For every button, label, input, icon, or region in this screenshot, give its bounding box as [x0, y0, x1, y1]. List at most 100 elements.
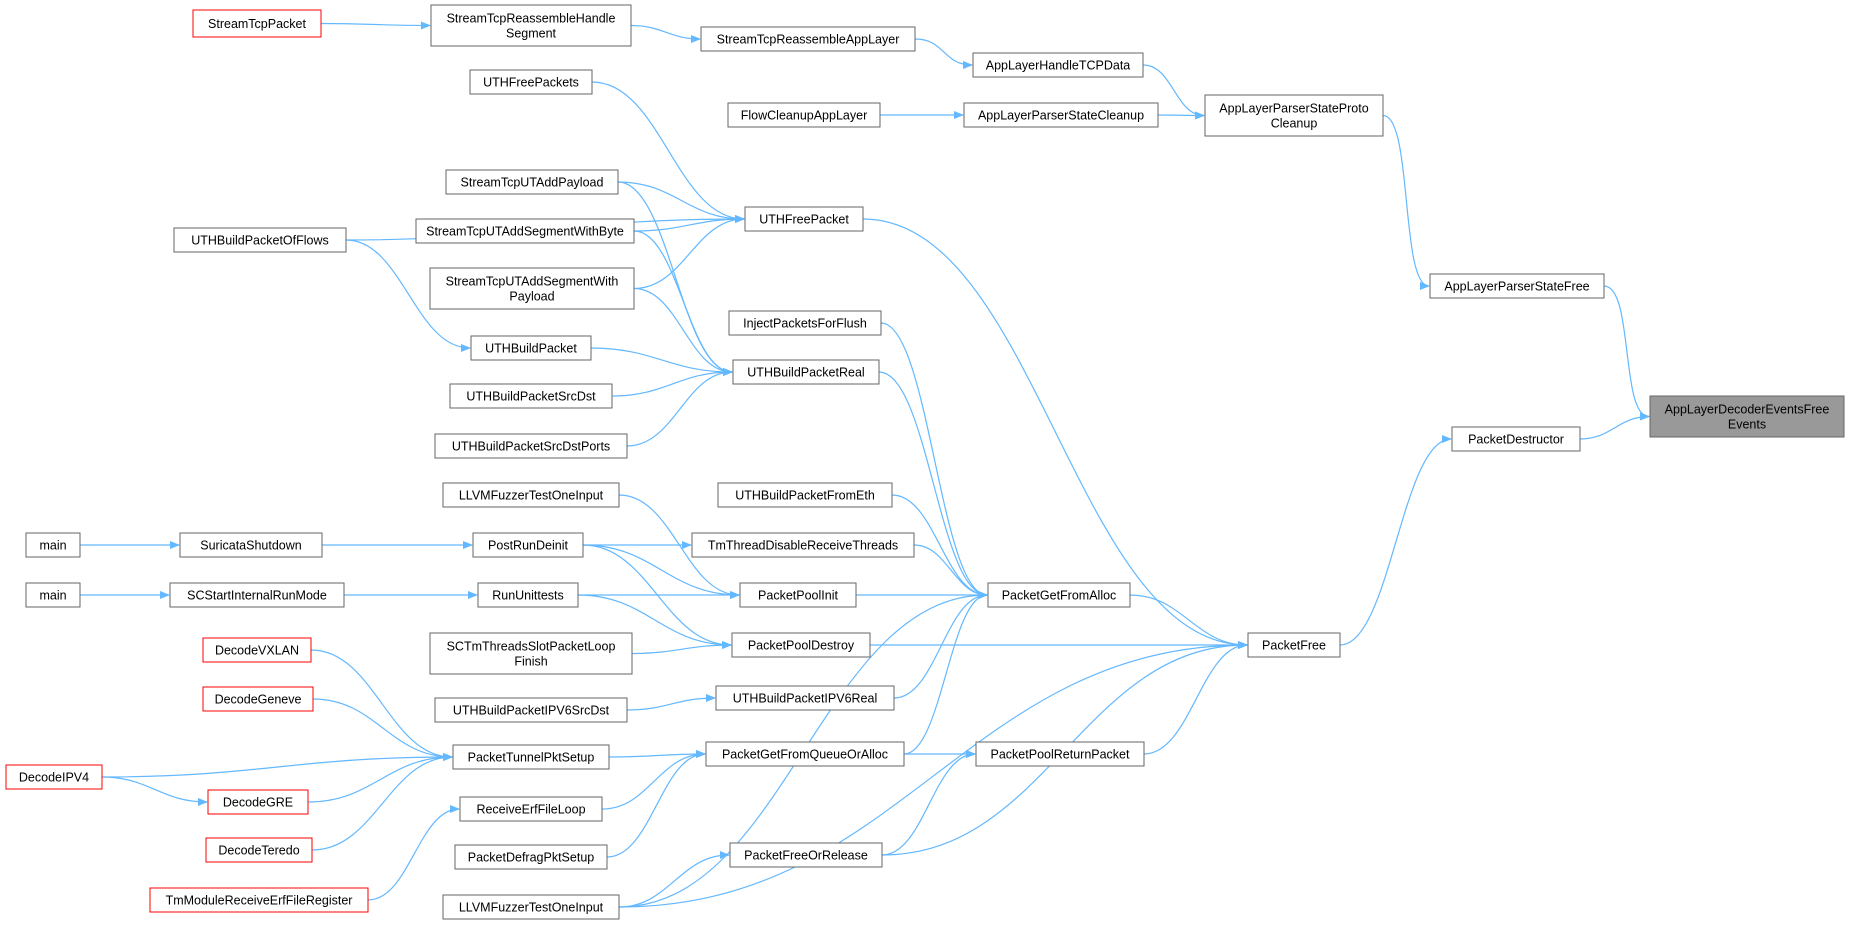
edge-stream-tcp-packet-to-reassemble-handle-segment — [320, 21, 431, 30]
node-box — [202, 637, 312, 663]
node-label: LLVMFuzzerTestOneInput — [459, 489, 604, 503]
node-parser-state-cleanup[interactable]: AppLayerParserStateCleanup — [963, 102, 1159, 128]
node-box — [452, 744, 610, 770]
node-uth-build-packet[interactable]: UTHBuildPacket — [470, 335, 592, 361]
node-packet-defrag-pkt-setup[interactable]: PacketDefragPktSetup — [454, 844, 608, 870]
node-label: SuricataShutdown — [200, 539, 302, 553]
edge-parser-state-proto-cleanup-to-parser-state-free — [1382, 114, 1430, 290]
node-packet-destructor[interactable]: PacketDestructor — [1451, 426, 1581, 452]
edge-uth-build-packet-ipv6-src-dst-to-uth-build-packet-ipv6-real — [626, 694, 716, 711]
node-box — [477, 582, 579, 608]
node-uth-build-packet-ipv6-real[interactable]: UTHBuildPacketIPV6Real — [715, 685, 895, 711]
node-label: LLVMFuzzerTestOneInput — [459, 901, 604, 915]
node-packet-get-from-alloc[interactable]: PacketGetFromAlloc — [987, 582, 1131, 608]
node-main1[interactable]: main — [25, 532, 81, 558]
node-packet-get-from-queue-or-alloc[interactable]: PacketGetFromQueueOrAlloc — [705, 741, 905, 767]
edge-packet-get-from-alloc-to-packet-free — [1129, 594, 1248, 649]
node-label: UTHBuildPacket — [485, 342, 577, 356]
edge-packet-get-from-queue-or-alloc-to-packet-get-from-alloc — [903, 591, 988, 755]
node-receive-erf-file-loop[interactable]: ReceiveErfFileLoop — [459, 796, 603, 822]
node-box — [987, 582, 1131, 608]
node-run-unittests[interactable]: RunUnittests — [477, 582, 579, 608]
edge-uth-build-packet-to-uth-build-packet-real — [590, 347, 733, 376]
node-label: PacketFreeOrRelease — [744, 849, 868, 863]
node-uth-build-packet-from-eth[interactable]: UTHBuildPacketFromEth — [717, 482, 893, 508]
node-label: DecodeGeneve — [215, 693, 302, 707]
node-uth-free-packets[interactable]: UTHFreePackets — [469, 69, 593, 95]
node-decode-ipv4[interactable]: DecodeIPV4 — [5, 764, 103, 790]
node-parser-state-free[interactable]: AppLayerParserStateFree — [1429, 273, 1605, 299]
node-label: DecodeTeredo — [218, 844, 299, 858]
edge-receive-erf-file-loop-to-packet-get-from-queue-or-alloc — [601, 750, 706, 810]
node-label: DecodeVXLAN — [215, 644, 299, 658]
node-label: TmThreadDisableReceiveThreads — [708, 539, 898, 553]
node-label: FlowCleanupAppLayer — [741, 109, 867, 123]
node-box — [25, 532, 81, 558]
node-packet-tunnel-pkt-setup[interactable]: PacketTunnelPktSetup — [452, 744, 610, 770]
node-box — [445, 169, 619, 195]
node-box — [449, 383, 613, 409]
node-llvm-fuzzer1[interactable]: LLVMFuzzerTestOneInput — [442, 482, 620, 508]
node-packet-pool-destroy[interactable]: PacketPoolDestroy — [731, 632, 871, 658]
node-uth-build-packet-src-dst[interactable]: UTHBuildPacketSrcDst — [449, 383, 613, 409]
node-label: PacketTunnelPktSetup — [468, 751, 595, 765]
node-label: Payload — [509, 290, 554, 304]
edge-decode-vxlan-to-packet-tunnel-pkt-setup — [310, 649, 453, 761]
node-box — [739, 582, 857, 608]
node-box — [434, 697, 628, 723]
node-label: UTHBuildPacketOfFlows — [191, 234, 329, 248]
node-packet-free[interactable]: PacketFree — [1247, 632, 1341, 658]
node-box — [5, 764, 103, 790]
node-packet-pool-init[interactable]: PacketPoolInit — [739, 582, 857, 608]
node-uth-free-packet[interactable]: UTHFreePacket — [744, 206, 864, 232]
edge-layer — [79, 21, 1650, 908]
node-label: StreamTcpReassembleAppLayer — [717, 33, 900, 47]
node-packet-free-or-release[interactable]: PacketFreeOrRelease — [729, 842, 883, 868]
node-app-layer-handle-tcpdata[interactable]: AppLayerHandleTCPData — [972, 52, 1144, 78]
node-uth-build-packet-ipv6-src-dst[interactable]: UTHBuildPacketIPV6SrcDst — [434, 697, 628, 723]
node-decode-gre[interactable]: DecodeGRE — [207, 789, 309, 815]
node-uth-build-packet-of-flows[interactable]: UTHBuildPacketOfFlows — [173, 227, 347, 253]
edge-llvm-fuzzer2-to-packet-free-or-release — [618, 851, 730, 908]
node-uth-build-packet-real[interactable]: UTHBuildPacketReal — [732, 359, 880, 385]
node-label: PacketPoolReturnPacket — [991, 748, 1130, 762]
node-label: PacketPoolDestroy — [748, 639, 855, 653]
node-box — [963, 102, 1159, 128]
node-packet-pool-return-packet[interactable]: PacketPoolReturnPacket — [975, 741, 1145, 767]
node-decode-vxlan[interactable]: DecodeVXLAN — [202, 637, 312, 663]
node-main2[interactable]: main — [25, 582, 81, 608]
node-inject-packets-for-flush[interactable]: InjectPacketsForFlush — [728, 310, 882, 336]
edge-packet-pool-return-packet-to-packet-free — [1143, 641, 1248, 755]
node-box — [975, 741, 1145, 767]
node-box — [149, 887, 369, 913]
node-flow-cleanup-app-layer[interactable]: FlowCleanupAppLayer — [727, 102, 881, 128]
node-label: main — [39, 589, 66, 603]
node-box — [729, 842, 883, 868]
node-stream-tcp-utadd-payload[interactable]: StreamTcpUTAddPayload — [445, 169, 619, 195]
node-post-run-deinit[interactable]: PostRunDeinit — [472, 532, 584, 558]
node-decode-geneve[interactable]: DecodeGeneve — [202, 686, 314, 712]
node-label: AppLayerParserStateCleanup — [978, 109, 1144, 123]
node-box — [434, 433, 628, 459]
node-sc-start-internal-run-mode[interactable]: SCStartInternalRunMode — [169, 582, 345, 608]
node-uth-build-packet-src-dst-ports[interactable]: UTHBuildPacketSrcDstPorts — [434, 433, 628, 459]
node-decode-teredo[interactable]: DecodeTeredo — [205, 837, 313, 863]
edge-tm-thread-disable-receive-to-packet-get-from-alloc — [913, 544, 988, 599]
node-suricata-shutdown[interactable]: SuricataShutdown — [179, 532, 323, 558]
node-tm-thread-disable-receive[interactable]: TmThreadDisableReceiveThreads — [691, 532, 915, 558]
node-box — [472, 532, 584, 558]
node-add-segment-with-byte[interactable]: StreamTcpUTAddSegmentWithByte — [415, 218, 635, 244]
node-box — [1429, 273, 1605, 299]
node-box — [173, 227, 347, 253]
node-reassemble-app-layer[interactable]: StreamTcpReassembleAppLayer — [700, 26, 916, 52]
node-stream-tcp-packet[interactable]: StreamTcpPacket — [192, 9, 322, 38]
node-tm-module-receive-erf-file-register[interactable]: TmModuleReceiveErfFileRegister — [149, 887, 369, 913]
node-llvm-fuzzer2[interactable]: LLVMFuzzerTestOneInput — [442, 894, 620, 920]
edge-decode-ipv4-to-packet-tunnel-pkt-setup — [101, 753, 453, 778]
edge-packet-free-to-packet-destructor — [1339, 435, 1452, 646]
